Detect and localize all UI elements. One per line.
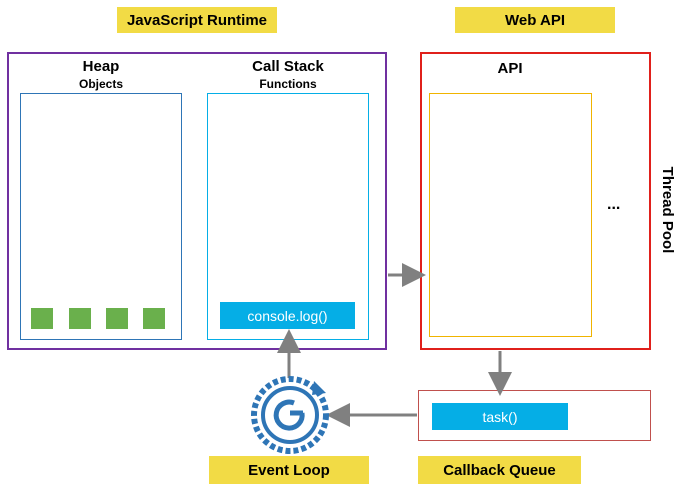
heap-area [20, 93, 182, 340]
heap-subtitle: Objects [78, 77, 123, 91]
event-loop-label: Event Loop [209, 456, 369, 484]
heap-object [69, 308, 91, 329]
event-loop-icon [251, 376, 329, 454]
call-stack-title: Call Stack [252, 58, 324, 75]
call-stack-item: console.log() [220, 302, 355, 329]
callback-queue-container [418, 390, 651, 441]
heap-object [31, 308, 53, 329]
callback-queue-label: Callback Queue [418, 456, 581, 484]
call-stack-subtitle: Functions [259, 77, 317, 91]
heap-object [106, 308, 128, 329]
web-api-label: Web API [455, 7, 615, 33]
runtime-label: JavaScript Runtime [117, 7, 277, 33]
runtime-container [7, 52, 387, 350]
heap-object [143, 308, 165, 329]
queue-item: task() [432, 403, 568, 430]
api-title: API [497, 60, 523, 77]
web-api-container [420, 52, 651, 350]
heap-title: Heap [82, 58, 120, 75]
api-area [429, 93, 592, 337]
api-ellipsis: ... [607, 196, 621, 213]
